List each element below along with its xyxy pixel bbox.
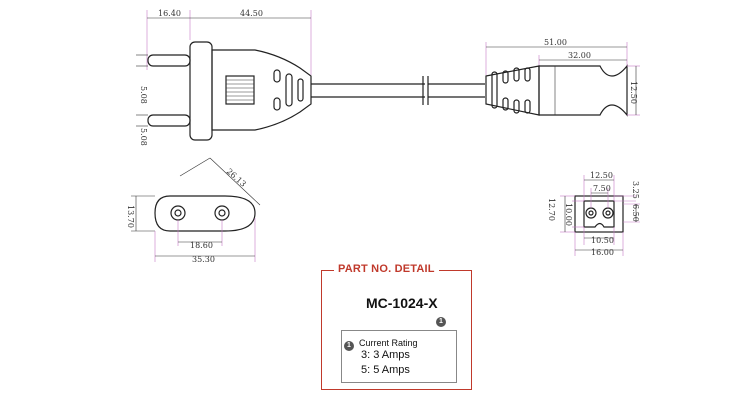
dim-connector-body: 32.00 bbox=[568, 51, 591, 60]
dim-pin-width-1: 5.08 bbox=[139, 86, 148, 104]
dim-socket-right: 6.50 bbox=[631, 204, 640, 222]
dim-socket-top-width: 12.50 bbox=[590, 171, 613, 180]
rating-option-5: 5: 5 Amps bbox=[361, 364, 410, 376]
dim-face-diagonal: 26.13 bbox=[225, 167, 248, 189]
socket-face-view: 12.50 7.50 3.25 12.70 10.00 6.50 10.50 1… bbox=[547, 171, 640, 257]
dim-socket-height-outer: 12.70 bbox=[547, 198, 556, 221]
dim-socket-bottom-outer: 16.00 bbox=[591, 248, 614, 257]
dim-pin-width-2: 5.08 bbox=[139, 128, 148, 146]
plug-side-view: 16.40 44.50 5.08 5.08 bbox=[136, 9, 485, 146]
dim-face-width: 35.30 bbox=[192, 255, 215, 264]
plug-face-view: 26.13 13.70 18.60 35.30 bbox=[126, 157, 261, 264]
dim-plug-tip: 16.40 bbox=[158, 9, 181, 18]
current-rating-title: Current Rating bbox=[359, 338, 418, 348]
part-number: MC-1024-X bbox=[366, 295, 438, 311]
part-detail-title: PART NO. DETAIL bbox=[334, 263, 439, 275]
rating-option-3: 3: 3 Amps bbox=[361, 349, 410, 361]
dim-plug-body: 44.50 bbox=[240, 9, 263, 18]
connector-side-view: 51.00 32.00 12.50 bbox=[485, 38, 640, 117]
dim-socket-pin-spacing: 7.50 bbox=[593, 184, 611, 193]
dim-connector-total: 51.00 bbox=[544, 38, 567, 47]
dim-face-pin-spacing: 18.60 bbox=[190, 241, 213, 250]
rating-marker-badge: 1 bbox=[344, 341, 354, 351]
dim-socket-right-top: 3.25 bbox=[631, 181, 640, 199]
dim-socket-bottom-inner: 10.50 bbox=[591, 236, 614, 245]
dim-connector-height: 12.50 bbox=[629, 81, 638, 104]
marker-badge: 1 bbox=[436, 317, 446, 327]
current-rating-box bbox=[341, 330, 457, 383]
dim-face-height: 13.70 bbox=[126, 205, 135, 228]
dim-socket-height-inner: 10.00 bbox=[564, 203, 573, 226]
